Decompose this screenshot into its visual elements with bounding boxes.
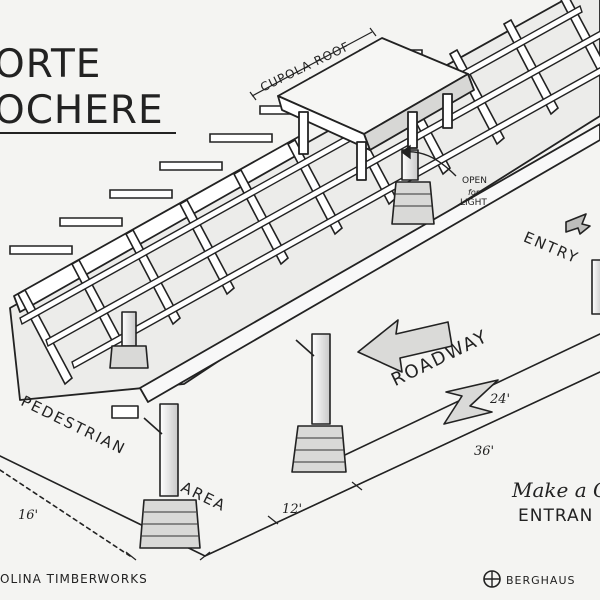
rafter-tail [109,189,173,199]
post-far-right [591,259,600,315]
footer-right-brand: BERGHAUS [506,574,576,587]
tagline-line-1: Make a G [512,478,600,502]
cupola [277,37,475,181]
dimension-tick-4 [351,481,363,491]
post-front-left [159,403,179,497]
dimension-24: 24' [490,392,511,407]
dimension-tick-3 [267,515,279,525]
title-line-1: ORTE [0,42,102,87]
dimension-36: 36' [474,444,495,459]
rafter-tail [209,133,273,143]
ground-line-mid [0,469,131,557]
label-for: for [468,188,479,197]
title-underline [0,132,176,134]
cupola-post-4 [442,93,453,129]
label-light: LIGHT [460,198,487,208]
berghaus-logo-icon [483,570,501,588]
knee-brace-right [295,339,315,357]
cupola-roof-edge [277,95,371,151]
rafter-tail [59,217,123,227]
cupola-post-2 [356,141,367,181]
knee-brace-left [143,417,163,435]
dimension-tick-2 [125,551,137,561]
footer-left-brand: OLINA TIMBERWORKS [0,572,148,586]
base-front-right [291,425,347,473]
dimension-line-36 [204,371,600,557]
post-back-left [121,311,137,347]
title-line-2: OCHERE [0,88,164,133]
roadway-arrow-left [357,319,453,373]
purlin [71,67,600,370]
rafter-tail [159,161,223,171]
base-back-mid [391,181,435,225]
entry-arrow [565,213,591,235]
cupola-dim-line [251,31,373,97]
dimension-16: 16' [18,508,39,523]
purlin [45,30,600,348]
cupola-post-1 [298,111,309,155]
eave-beam [139,123,600,403]
beam-end-left [111,405,139,419]
cupola-post-3 [407,111,418,149]
dimension-12: 12' [282,502,303,517]
tagline-line-2: ENTRAN [518,506,594,526]
post-front-right [311,333,331,425]
rafter-tail [9,245,73,255]
roadway-arrow-right [443,379,499,425]
rafter [560,0,600,77]
base-back-left [109,345,149,369]
dimension-tick-1 [199,551,211,561]
label-open: OPEN [462,176,487,186]
